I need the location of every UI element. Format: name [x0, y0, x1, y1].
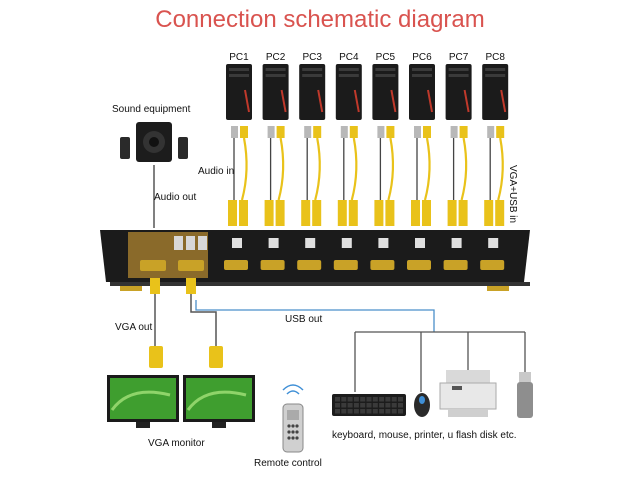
keyboard-key: [385, 409, 391, 414]
switch-input-port: [370, 238, 395, 270]
vga-connector: [209, 346, 223, 368]
keyboard-key: [341, 397, 347, 402]
keyboard-key: [347, 403, 353, 408]
mouse-icon: [414, 393, 430, 417]
switch-input-port: [407, 238, 431, 270]
pc-cable-set: [484, 126, 505, 226]
keyboard-key: [347, 397, 353, 402]
pc-label: PC1: [229, 52, 249, 63]
pc-label: PC5: [375, 52, 396, 63]
keyboard-key: [391, 403, 397, 408]
keyboard-key: [335, 403, 340, 408]
keyboard-key: [398, 409, 403, 414]
keyboard-icon: [332, 394, 406, 416]
audio-in-label: Audio in: [198, 166, 235, 177]
audio-out-label: Audio out: [154, 192, 197, 203]
pc-tower-icon: [409, 64, 435, 120]
keyboard-key: [360, 403, 366, 408]
switch-input-port: [333, 238, 358, 270]
vga-out-label: VGA out: [115, 322, 153, 333]
switch-input-port: [480, 238, 505, 270]
pc-label: PC2: [265, 52, 286, 63]
printer-icon: [439, 370, 497, 417]
switch-input-port: [297, 238, 322, 270]
pc-cable-set: [411, 126, 431, 226]
keyboard-key: [398, 403, 403, 408]
switch-input-ports: [224, 238, 505, 270]
pc-label: PC4: [339, 52, 359, 63]
switch-input-port: [260, 238, 285, 270]
keyboard-key: [379, 409, 385, 414]
pc-cable-set: [337, 126, 358, 226]
sound-equipment-label: Sound equipment: [112, 104, 191, 115]
remote-control-label: Remote control: [254, 458, 322, 469]
switch-input-port: [224, 238, 248, 270]
keyboard-key: [372, 409, 378, 414]
monitor-icon: [107, 375, 179, 428]
vga-plug: [150, 278, 160, 294]
pc-cable-set: [374, 126, 395, 226]
pc-cable-set: [264, 126, 285, 226]
keyboard-key: [347, 409, 353, 414]
pc-label: PC8: [485, 52, 505, 63]
keyboard-key: [360, 409, 366, 414]
keyboard-key: [353, 403, 359, 408]
usb-out-cable: [195, 300, 435, 332]
pc-tower-icon: [226, 64, 252, 120]
keyboard-key: [372, 397, 378, 402]
keyboard-key: [341, 403, 347, 408]
pc-tower-icon: [372, 64, 399, 120]
keyboard-key: [360, 397, 366, 402]
pc-tower-icon: [445, 64, 472, 120]
remote-control-icon: [282, 384, 304, 453]
vga-out-cable: [190, 294, 217, 346]
pc-tower-icon: [262, 64, 289, 120]
keyboard-key: [385, 403, 391, 408]
keyboard-key: [341, 409, 347, 414]
keyboard-key: [391, 397, 397, 402]
peripherals-label: keyboard, mouse, printer, u flash disk e…: [332, 430, 517, 441]
keyboard-key: [372, 403, 378, 408]
keyboard-key: [398, 397, 403, 402]
kvm-switch: [100, 230, 530, 291]
vga-monitor-label: VGA monitor: [148, 438, 205, 449]
keyboard-key: [366, 403, 372, 408]
keyboard-key: [353, 409, 359, 414]
pc-tower-icon: [482, 64, 509, 120]
vga-connector: [149, 346, 163, 368]
pc-cable-set: [301, 126, 322, 226]
pc-label: PC7: [448, 52, 469, 63]
keyboard-key: [385, 397, 391, 402]
pc-towers: [226, 64, 509, 120]
vga-plug: [186, 278, 196, 294]
pc-cable-set: [228, 126, 248, 226]
keyboard-key: [335, 397, 340, 402]
keyboard-key: [366, 409, 372, 414]
pc-tower-icon: [299, 64, 326, 120]
speaker-icon: [120, 122, 188, 162]
pc-label: PC3: [302, 52, 322, 63]
pc-tower-icon: [335, 64, 362, 120]
keyboard-key: [379, 397, 385, 402]
pc-label: PC6: [412, 52, 432, 63]
keyboard-key: [366, 397, 372, 402]
pc-cables: [228, 126, 505, 226]
monitor-icon: [183, 375, 255, 428]
keyboard-key: [353, 397, 359, 402]
keyboard-key: [391, 409, 397, 414]
flash-disk-icon: [517, 372, 533, 418]
keyboard-key: [379, 403, 385, 408]
vga-usb-in-label: VGA+USB in: [507, 165, 518, 224]
keyboard-key: [335, 409, 340, 414]
pc-cable-set: [447, 126, 468, 226]
switch-input-port: [443, 238, 468, 270]
usb-out-label: USB out: [285, 314, 323, 325]
diagram-title: Connection schematic diagram: [155, 6, 485, 33]
